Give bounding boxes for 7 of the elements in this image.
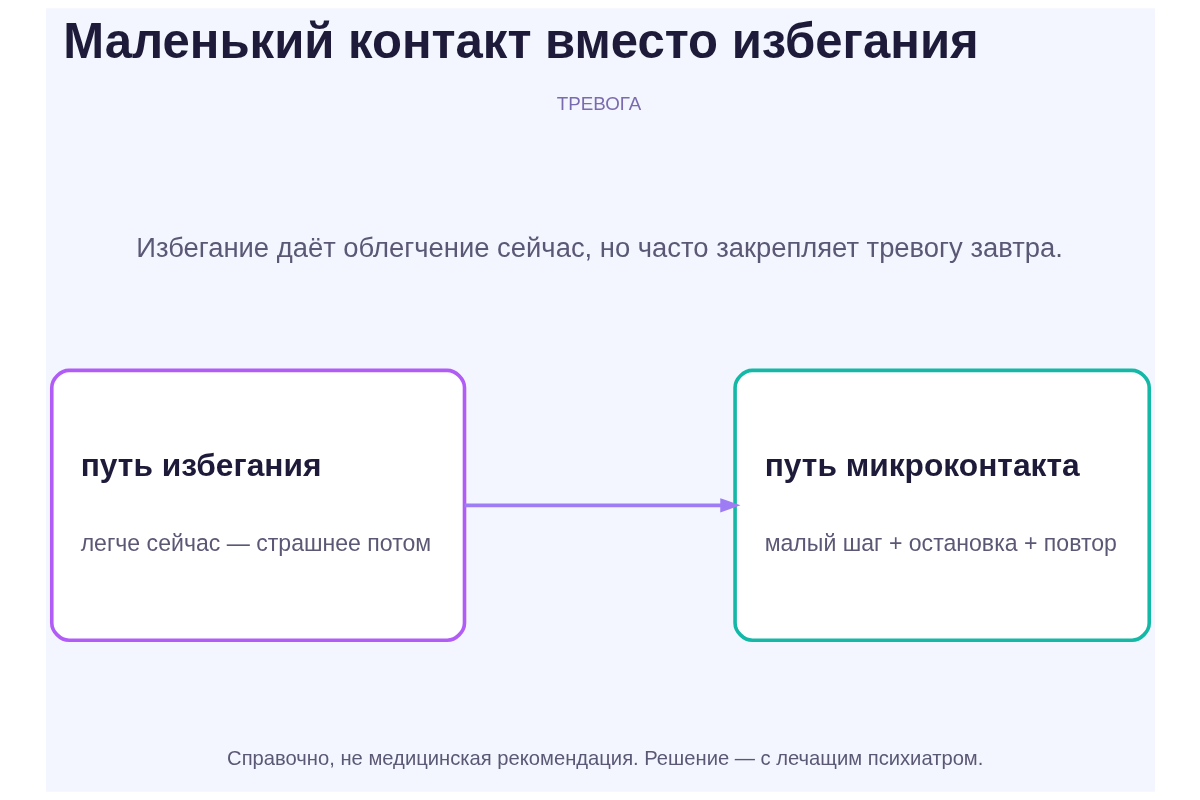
node-box: путь микроконтакта малый шаг + остановка + повтор [732, 368, 1151, 643]
diagram-title: Маленький контакт вместо избегания [62, 13, 979, 68]
label: Справочно, не медицинская рекомендация. Решение — с лечащим психиатром. [226, 747, 983, 770]
arrow [464, 498, 740, 513]
node-box: путь избегания легче сейчас — страшнее потом [49, 368, 466, 643]
label: ТРЕВОГА [556, 92, 641, 114]
label: Избегание даёт облегчение сейчас, но часто закрепляет тревогу завтра. [135, 232, 1063, 264]
